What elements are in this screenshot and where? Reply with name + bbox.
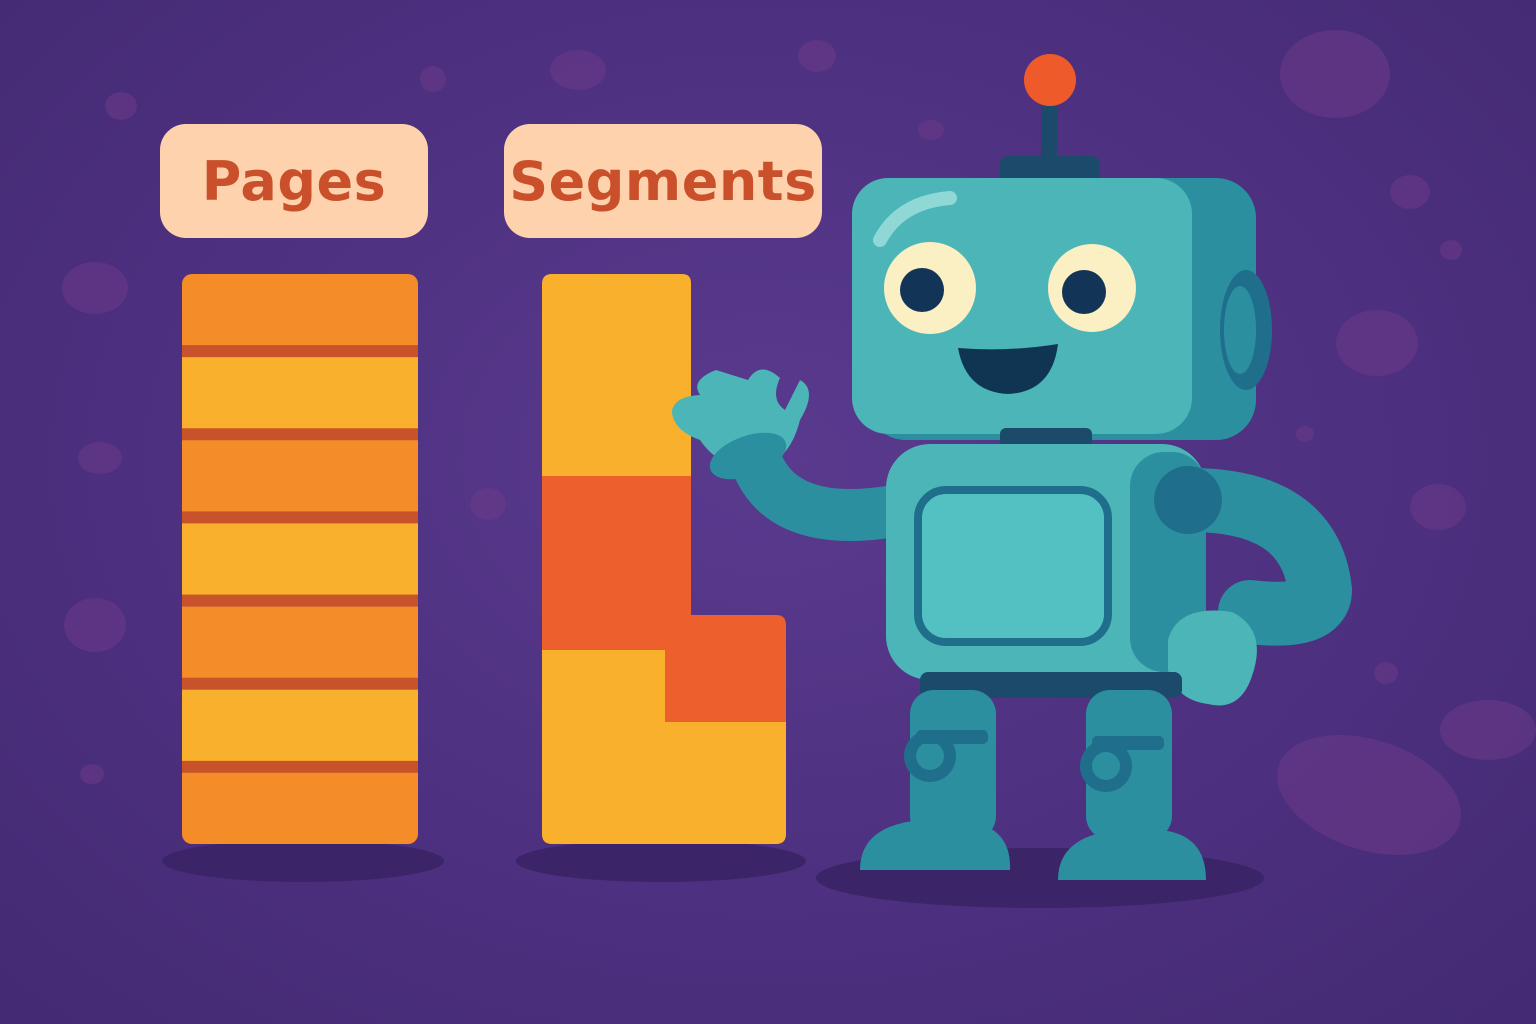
page-stripe: [182, 523, 418, 607]
bg-bubble: [1410, 484, 1466, 530]
page-divider: [182, 511, 418, 524]
bg-bubble: [1440, 240, 1462, 260]
bg-bubble: [550, 50, 606, 90]
page-divider: [182, 594, 418, 607]
bg-bubble: [1336, 310, 1418, 376]
bg-bubble: [80, 764, 104, 784]
bg-bubble: [798, 40, 836, 72]
page-stripe: [182, 440, 418, 524]
page-stripe: [182, 274, 418, 358]
page-divider: [182, 345, 418, 358]
bg-bubble: [64, 598, 126, 652]
page-divider: [182, 428, 418, 441]
segment-bottom: [542, 650, 786, 844]
bg-bubble: [1440, 700, 1536, 760]
page-stripe: [182, 772, 418, 844]
page-divider: [182, 677, 418, 690]
page-stripe: [182, 357, 418, 441]
segment-middle: [542, 476, 786, 722]
bg-bubble: [1374, 662, 1398, 684]
segments-shadow: [516, 840, 806, 882]
bg-bubble: [420, 66, 446, 92]
bg-bubble: [918, 120, 944, 140]
bg-bubble: [78, 442, 122, 474]
page-stripe: [182, 689, 418, 773]
page-divider: [182, 760, 418, 773]
bg-bubble: [105, 92, 137, 120]
segments-label: Segments: [504, 124, 822, 238]
segment-top: [542, 274, 691, 476]
pages-shadow: [162, 840, 444, 882]
bg-bubble: [1296, 426, 1314, 442]
bg-bubble: [1390, 175, 1430, 209]
bg-bubble: [470, 488, 506, 520]
pages-label: Pages: [160, 124, 428, 238]
bg-bubble: [62, 262, 128, 314]
page-stripe: [182, 606, 418, 690]
bg-bubble: [1280, 30, 1390, 118]
